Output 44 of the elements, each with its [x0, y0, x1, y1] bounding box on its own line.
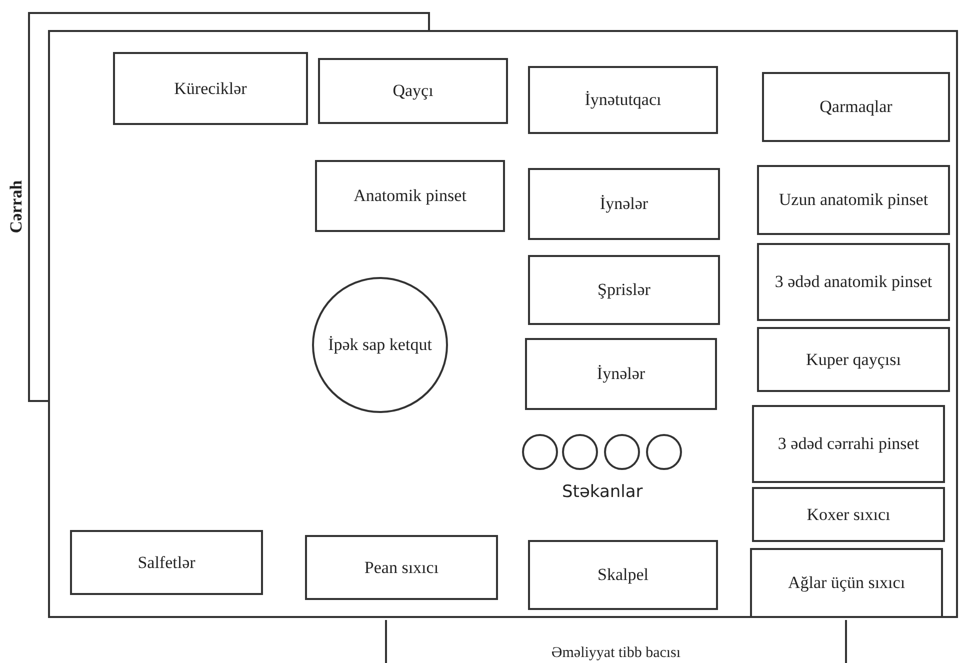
instrument-box — [113, 52, 308, 125]
item-label: İynətutqacı — [584, 89, 662, 112]
group-label: Stəkanlar — [562, 481, 643, 504]
item-label: Kuper qayçısı — [806, 348, 901, 371]
cup-circle — [562, 434, 598, 470]
instrument-box — [528, 168, 720, 240]
instrument-box — [757, 165, 950, 235]
item-label: 3 ədəd anatomik pinset — [774, 271, 932, 294]
nurse-table — [385, 620, 847, 663]
instrument-box — [752, 405, 945, 483]
item-label: İynələr — [600, 193, 648, 216]
instrument-box — [318, 58, 508, 124]
item-label: Skalpel — [598, 564, 648, 586]
instrument-box — [757, 327, 950, 392]
item-label: Əməliyyat tibb bacısı — [551, 644, 681, 662]
instrument-box — [528, 66, 718, 134]
item-label: Qarmaqlar — [820, 96, 892, 118]
instrument-box — [750, 548, 943, 618]
item-label: 3 ədəd cərrahi pinset — [778, 433, 920, 456]
instrument-box — [757, 243, 950, 321]
instrument-box — [525, 338, 717, 410]
item-label: Pean sıxıcı — [364, 556, 439, 579]
item-label: Küreciklər — [174, 78, 247, 100]
instrument-box — [305, 535, 498, 600]
instrument-box — [762, 72, 950, 142]
instrument-table — [48, 30, 958, 618]
item-label: Koxer sıxıcı — [806, 504, 890, 526]
instrument-box — [315, 160, 505, 232]
instrument-box — [752, 487, 945, 542]
instrument-box — [70, 530, 263, 595]
instrument-box — [528, 540, 718, 610]
item-label: Ağlar üçün sıxıcı — [788, 572, 906, 594]
item-label: İpək sap ketqut — [328, 334, 432, 356]
item-label: Anatomik pinset — [354, 185, 466, 208]
cup-circle — [522, 434, 558, 470]
item-label: İynələr — [596, 363, 646, 386]
item-label: Şprislər — [598, 279, 650, 302]
cup-circle — [646, 434, 682, 470]
instrument-box — [528, 255, 720, 325]
cup-circle — [604, 434, 640, 470]
item-label: Salfetlər — [138, 552, 196, 574]
item-label: Qayçı — [392, 80, 434, 102]
side-label: Cərrah — [6, 180, 27, 234]
item-label: Uzun anatomik pinset — [778, 189, 928, 212]
